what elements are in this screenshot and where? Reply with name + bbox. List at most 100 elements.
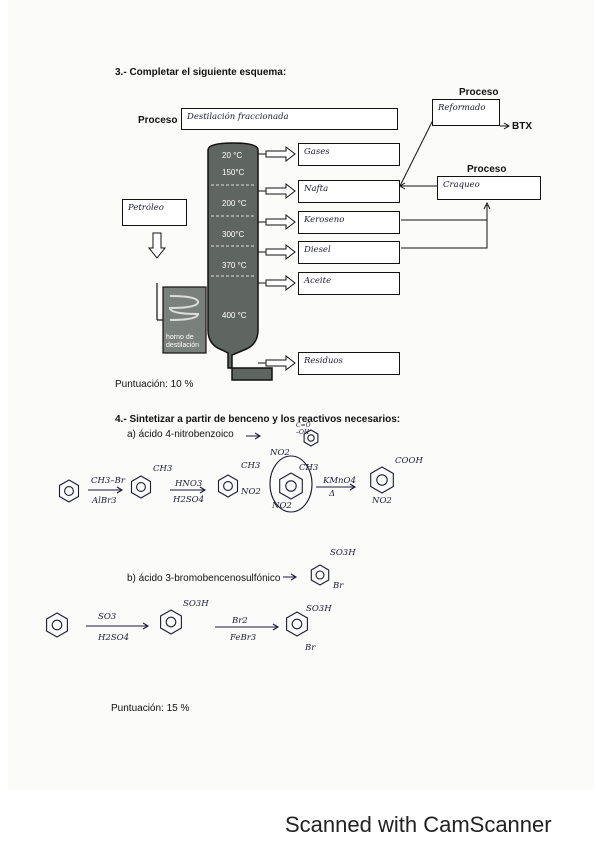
- a-step3-below: Δ: [329, 489, 336, 499]
- question-3-title: 3.- Completar el siguiente esquema:: [115, 67, 287, 78]
- b-step2-above: Br2: [232, 616, 248, 626]
- benzene-ring: [160, 609, 182, 635]
- a-sub-no2-1: NO2: [241, 487, 261, 497]
- benzene-ring-center: [307, 434, 315, 442]
- benzene-ring: [58, 479, 80, 503]
- column-temperature-label: 150°C: [222, 168, 245, 177]
- a-step1-below: AlBr3: [92, 496, 117, 506]
- fraction-arrow: [265, 145, 296, 163]
- a-step2-below: H2SO4: [173, 495, 205, 505]
- b-sub-br: Br: [305, 643, 316, 653]
- question-4-score: Puntuación: 15 %: [111, 703, 190, 714]
- b-target-so3h: SO3H: [330, 548, 356, 558]
- benzene-ring: [286, 611, 308, 637]
- column-temperature-label: 200 °C: [222, 199, 247, 208]
- a-target-substituent: C=O –OH: [296, 422, 311, 436]
- distillation-column: [207, 142, 273, 381]
- benzene-ring-center: [315, 570, 325, 580]
- b-target-br: Br: [333, 581, 344, 591]
- process-answer-right: Craqueo: [437, 176, 541, 200]
- distillation-furnace: [156, 283, 207, 354]
- part-a-label: a) ácido 4-nitrobenzoico: [127, 429, 234, 440]
- b-step1-below: H2SO4: [98, 633, 130, 643]
- fraction-text: Aceite: [304, 276, 332, 286]
- reaction-arrow: [215, 623, 280, 631]
- feed-box: Petróleo: [122, 199, 187, 226]
- benzene-ring: [310, 564, 330, 586]
- reaction-arrow: [88, 486, 124, 494]
- column-temperature-label: 400 °C: [222, 311, 247, 320]
- part-b-label: b) ácido 3-bromobencenosulfónico: [127, 573, 281, 584]
- process-label-main: Proceso: [138, 115, 178, 126]
- fraction-arrow: [265, 274, 296, 292]
- fraction-arrow: [265, 213, 296, 231]
- fraction-arrow: [265, 354, 296, 372]
- question-4-title: 4.- Sintetizar a partir de benceno y los…: [115, 414, 401, 425]
- fraction-box-diesel: Diesel: [298, 241, 400, 264]
- a-sub-ch3-2: CH3: [241, 461, 261, 471]
- fraction-text: Nafta: [304, 184, 329, 194]
- benzene-ring-center: [223, 481, 233, 491]
- fraction-box-naphtha: Nafta: [298, 180, 400, 203]
- fraction-arrow: [265, 182, 296, 200]
- hollow-arrows: [258, 145, 296, 372]
- btx-label: BTX: [512, 121, 532, 132]
- process-answer-top: Reformado: [432, 99, 500, 126]
- reaction-arrow: [86, 622, 150, 630]
- chemistry-sketches: [46, 429, 394, 638]
- column-temperature-label: 370 °C: [222, 261, 247, 270]
- benzene-ring: [130, 475, 152, 499]
- fraction-text: Keroseno: [304, 215, 345, 225]
- column-temperature-label: 300°C: [222, 230, 245, 239]
- question-3-score: Puntuación: 10 %: [115, 379, 194, 390]
- benzene-ring-center: [64, 486, 74, 496]
- reaction-arrow: [170, 486, 207, 494]
- benzene-ring-center: [136, 482, 146, 492]
- benzene-ring: [279, 472, 303, 500]
- fraction-text: Gases: [304, 147, 330, 157]
- benzene-ring-center: [165, 616, 177, 628]
- process-label-top: Proceso: [459, 87, 499, 98]
- process-answer-main-text: Destilación fraccionada: [187, 112, 289, 122]
- fraction-box-residue: Residuos: [298, 352, 400, 375]
- a-sub-no2-2: NO2: [272, 501, 292, 511]
- benzene-ring: [370, 466, 394, 494]
- a-sub-ch3-1: CH3: [153, 464, 173, 474]
- feed-text: Petróleo: [128, 203, 164, 213]
- a-sub-ch3-3: CH3: [299, 463, 319, 473]
- process-answer-main: Destilación fraccionada: [181, 108, 398, 130]
- fraction-arrow: [265, 243, 296, 261]
- a-sub-cooh: COOH: [395, 456, 423, 466]
- camscanner-watermark: Scanned with CamScanner: [285, 812, 552, 837]
- reaction-arrow: [283, 573, 298, 581]
- a-step1-above: CH3–Br: [91, 476, 125, 486]
- fraction-box-kerosene: Keroseno: [298, 211, 400, 234]
- b-sub-so3h-2: SO3H: [306, 604, 332, 614]
- a-target-no2: NO2: [270, 448, 290, 458]
- b-step1-above: SO3: [98, 612, 117, 622]
- benzene-ring: [217, 474, 239, 498]
- fraction-box-oil: Aceite: [298, 272, 400, 295]
- fraction-text: Diesel: [304, 245, 331, 255]
- process-label-right: Proceso: [467, 164, 507, 175]
- benzene-ring-center: [285, 480, 297, 492]
- reaction-arrow: [316, 483, 357, 491]
- a-step2-above: HNO3: [175, 479, 203, 489]
- column-temperature-label: 20 °C: [222, 151, 242, 160]
- b-step2-below: FeBr3: [230, 633, 257, 643]
- process-answer-right-text: Craqueo: [443, 180, 480, 190]
- furnace-label: horno de destilación: [166, 334, 200, 349]
- a-step3-above: KMnO4: [323, 476, 356, 486]
- circled-intermediate: [269, 455, 313, 513]
- reaction-arrow: [246, 432, 262, 440]
- a-sub-no2-3: NO2: [372, 496, 392, 506]
- process-answer-top-text: Reformado: [438, 103, 486, 113]
- fraction-text: Residuos: [304, 356, 343, 366]
- benzene-ring: [46, 612, 68, 638]
- scanned-page: [8, 0, 594, 790]
- column-temperatures: 20 °C 150°C 200 °C 300°C 370 °C 400 °C: [222, 151, 247, 320]
- benzene-ring: [303, 429, 319, 447]
- benzene-ring-center: [291, 618, 303, 630]
- benzene-ring-center: [51, 619, 63, 631]
